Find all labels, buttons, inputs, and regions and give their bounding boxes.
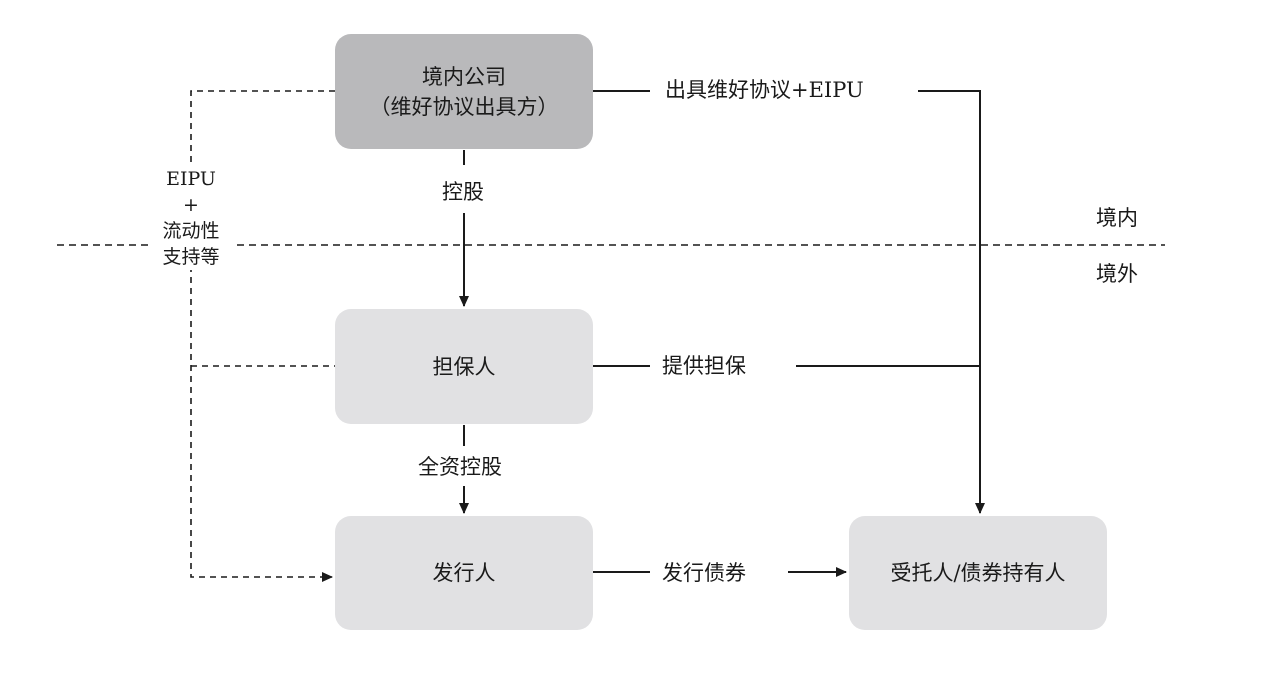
wholly-owned-label: 全资控股 [418, 455, 502, 479]
trustee-label: 受托人/债券持有人 [890, 561, 1066, 585]
offshore-label: 境外 [1096, 262, 1138, 286]
support-dashed-line [190, 90, 335, 582]
support-label-liquidity: 流动性 [162, 220, 220, 242]
guarantor-node: 担保人 [335, 309, 593, 424]
domestic-company-node: 境内公司 （维好协议出具方） [335, 34, 593, 149]
onshore-label: 境内 [1096, 206, 1138, 230]
domestic-company-name: 境内公司 [422, 64, 506, 89]
support-label-plus: + [183, 194, 199, 216]
keepwell-line-right [918, 90, 985, 514]
issue-bonds-label: 发行债券 [662, 561, 746, 585]
control-label: 控股 [442, 180, 484, 204]
issuer-node: 发行人 [335, 516, 593, 630]
support-label-eipu: EIPU [166, 168, 216, 190]
guarantor-label: 担保人 [432, 354, 496, 379]
trustee-node: 受托人/债券持有人 [849, 516, 1107, 630]
guarantee-label: 提供担保 [662, 354, 746, 378]
issuer-label: 发行人 [432, 561, 496, 585]
support-label-etc: 支持等 [162, 246, 220, 268]
domestic-company-role: （维好协议出具方） [369, 94, 559, 119]
keepwell-label: 出具维好协议+EIPU [665, 78, 864, 102]
support-label: EIPU + 流动性 支持等 [150, 166, 232, 270]
